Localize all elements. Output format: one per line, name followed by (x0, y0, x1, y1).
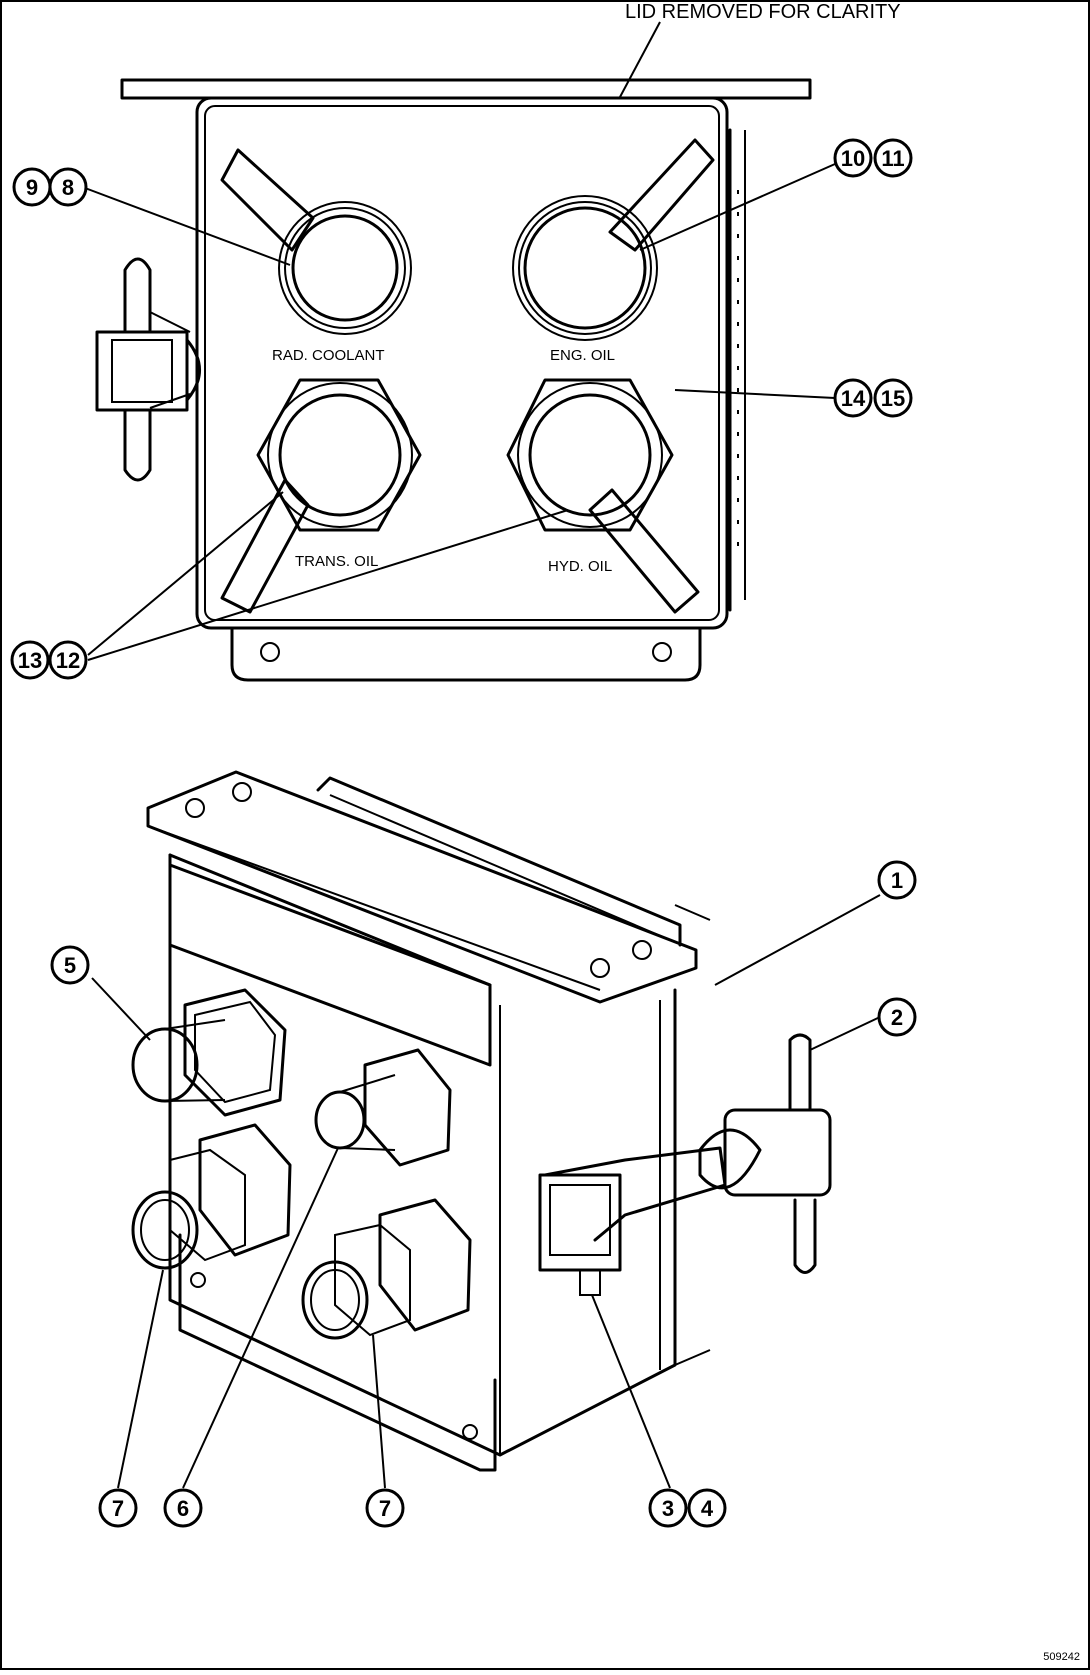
label-rad-coolant: RAD. COOLANT (272, 347, 385, 364)
lid-rail (120, 78, 812, 100)
hyd-oil-handle (588, 488, 700, 614)
leader-6 (182, 1147, 339, 1489)
leader-7-right (372, 1334, 386, 1489)
leader-8-9 (84, 187, 291, 266)
latch-arm (543, 1146, 727, 1242)
rear-rail-edge (329, 794, 671, 941)
leader-3-4 (591, 1294, 671, 1489)
callout-12: 12 (48, 640, 88, 680)
upper-band (168, 863, 492, 1067)
callout-14: 14 (833, 378, 873, 418)
bar-edge (147, 825, 601, 991)
rear-rail (316, 776, 682, 947)
lower-flange (178, 1233, 497, 1472)
latch-clevis-inner (549, 1184, 611, 1256)
label-hyd-oil: HYD. OIL (548, 558, 612, 575)
callout-7-left: 7 (98, 1488, 138, 1528)
eng-oil-handle (608, 138, 715, 252)
svg-text:12: 12 (56, 648, 80, 673)
bar-hole-3 (590, 958, 610, 978)
lower-hole-1 (190, 1272, 206, 1288)
side-latch (95, 257, 201, 482)
trans-oil-handle (220, 478, 310, 614)
callout-6: 6 (163, 1488, 203, 1528)
callout-7-right: 7 (365, 1488, 405, 1528)
svg-text:1: 1 (891, 868, 903, 893)
gauge-rad-coolant (220, 148, 412, 335)
callout-10: 10 (833, 138, 873, 178)
svg-text:7: 7 (112, 1496, 124, 1521)
leader-10-11 (639, 163, 836, 251)
rad-coolant-handle (220, 148, 315, 252)
lid-removed-note: LID REMOVED FOR CLARITY (625, 1, 901, 23)
gauge-trans-oil (220, 378, 422, 614)
svg-text:14: 14 (841, 386, 866, 411)
label-eng-oil: ENG. OIL (550, 347, 615, 364)
bar-hole-1 (185, 798, 205, 818)
svg-text:15: 15 (881, 386, 905, 411)
svg-text:9: 9 (26, 175, 38, 200)
svg-text:7: 7 (379, 1496, 391, 1521)
bar-hole-4 (632, 940, 652, 960)
latch-housing (723, 1108, 832, 1197)
callout-13: 13 (10, 640, 50, 680)
callout-2: 2 (877, 997, 917, 1037)
bar-hole-2 (232, 782, 252, 802)
callout-4: 4 (687, 1488, 727, 1528)
label-trans-oil: TRANS. OIL (295, 553, 378, 570)
latch-screw (579, 1269, 601, 1296)
callout-15: 15 (873, 378, 913, 418)
flange-hole-right (652, 642, 672, 662)
latch-handle-upper (788, 1033, 812, 1112)
svg-text:10: 10 (841, 146, 865, 171)
callout-5: 5 (50, 945, 90, 985)
gauge-box-outline (195, 96, 729, 630)
fitting-6 (314, 1048, 452, 1167)
svg-text:4: 4 (701, 1496, 714, 1521)
leader-12-13-b (87, 509, 569, 661)
callout-3: 3 (648, 1488, 688, 1528)
mounting-flange (230, 626, 702, 682)
callout-8: 8 (48, 167, 88, 207)
callout-9: 9 (12, 167, 52, 207)
leader-12-13-a (87, 491, 284, 656)
gauge-hyd-oil (506, 378, 700, 614)
svg-text:13: 13 (18, 648, 42, 673)
drawing-id: 509242 (1043, 1651, 1080, 1663)
gauge-eng-oil (512, 138, 715, 341)
lower-hole-2 (462, 1424, 478, 1440)
box-body (168, 853, 677, 1457)
svg-text:6: 6 (177, 1496, 189, 1521)
leader-7-left (117, 1269, 164, 1489)
svg-text:8: 8 (62, 175, 74, 200)
latch-handle-lower (793, 1198, 817, 1274)
leader-14-15 (674, 389, 836, 399)
callout-11: 11 (873, 138, 913, 178)
svg-text:5: 5 (64, 953, 76, 978)
fitting-7-left (131, 1123, 292, 1270)
latch-assembly (538, 1033, 832, 1296)
svg-text:3: 3 (662, 1496, 674, 1521)
flange-hole-left (260, 642, 280, 662)
fitting-5 (131, 988, 287, 1117)
svg-text:11: 11 (881, 146, 904, 171)
box-top-edge (168, 853, 492, 987)
fitting-7-right (301, 1198, 472, 1340)
leader-5 (91, 977, 151, 1041)
gauge-box-inner (204, 105, 720, 621)
latch-ball (698, 1128, 762, 1190)
box-side-bottom (674, 1349, 711, 1366)
top-view: LID REMOVED FOR CLARITY (10, 1, 913, 682)
leader-2 (809, 1016, 881, 1051)
svg-text:2: 2 (891, 1005, 903, 1030)
isometric-view: 1 2 5 7 6 7 3 4 (50, 770, 917, 1528)
callout-1: 1 (877, 860, 917, 900)
box-side-top (674, 904, 711, 921)
leader-1 (714, 894, 881, 986)
lid-note-leader (619, 21, 661, 98)
